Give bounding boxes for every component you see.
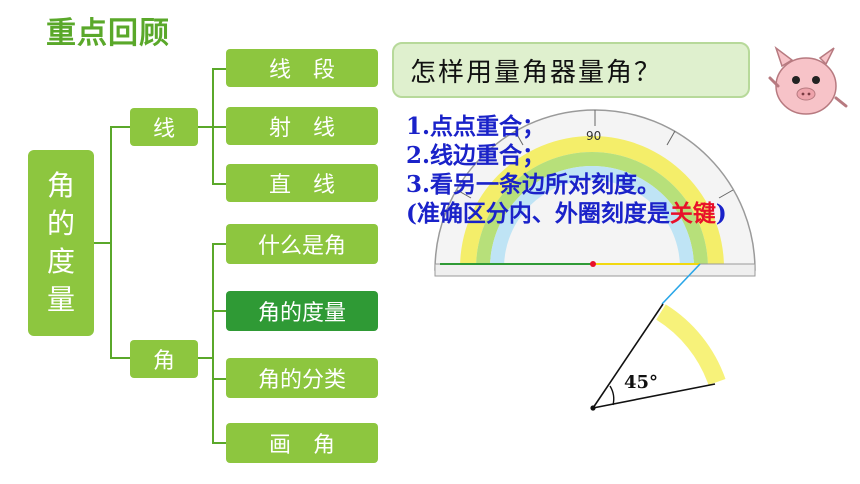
connector (212, 243, 214, 443)
protractor-mark: 90 (586, 129, 601, 143)
step-2: 2.线边重合； (406, 142, 546, 169)
angle-ray-upper (592, 303, 664, 409)
connector (110, 126, 112, 358)
angle-vertex (590, 405, 596, 411)
angle-arc (609, 385, 615, 406)
root-char: 角 (46, 169, 75, 202)
item-draw-angle[interactable]: 画 角 (226, 423, 378, 463)
step-1: 1.点点重合； (406, 113, 546, 140)
branch-angle[interactable]: 角 (130, 340, 198, 378)
protractor-blue-band (490, 166, 694, 268)
angle-arc-highlight (656, 304, 726, 386)
branch-line[interactable]: 线 (130, 108, 198, 146)
measurement-steps: 1.点点重合； 2.线边重合； 3.看另一条边所对刻度。 (准确区分内、外圈刻度… (406, 112, 727, 228)
connector (198, 126, 212, 128)
protractor-center (590, 261, 596, 267)
root-char: 量 (46, 283, 75, 316)
step-note: (准确区分内、外圈刻度是关键) (406, 199, 727, 228)
connector (110, 126, 130, 128)
connector (212, 310, 226, 312)
root-char: 度 (46, 245, 75, 278)
note-suffix: ) (715, 200, 727, 227)
note-prefix: (准确区分内、外圈刻度是 (406, 200, 670, 227)
note-key: 关键 (669, 200, 716, 227)
item-angle-classification[interactable]: 角的分类 (226, 358, 378, 398)
root-node-angle-measurement[interactable]: 角 的 度 量 (28, 150, 94, 336)
pig-mascot-icon (768, 45, 848, 115)
protractor-yellow-band (460, 136, 724, 268)
page-title: 重点回顾 (46, 16, 170, 51)
question-bubble: 怎样用量角器量角？ (392, 42, 750, 98)
connector (212, 126, 226, 128)
item-line-segment[interactable]: 线 段 (226, 49, 378, 87)
connector (212, 243, 226, 245)
connector (212, 68, 226, 70)
connector (198, 357, 212, 359)
pointer-line (661, 263, 701, 305)
connector (110, 357, 130, 359)
item-ray[interactable]: 射 线 (226, 107, 378, 145)
connector (212, 442, 226, 444)
question-text: 怎样用量角器量角？ (410, 57, 663, 88)
item-straight-line[interactable]: 直 线 (226, 164, 378, 202)
root-char: 的 (46, 207, 75, 240)
step-3: 3.看另一条边所对刻度。 (406, 171, 661, 198)
item-what-is-angle[interactable]: 什么是角 (226, 224, 378, 264)
angle-label: 45° (624, 372, 659, 393)
protractor-ticks (456, 110, 734, 199)
item-angle-measurement[interactable]: 角的度量 (226, 291, 378, 331)
protractor-figure: 90 (434, 109, 756, 411)
protractor-green-band (476, 152, 708, 268)
connector (212, 378, 226, 380)
connector (94, 242, 110, 244)
connector (212, 183, 226, 185)
